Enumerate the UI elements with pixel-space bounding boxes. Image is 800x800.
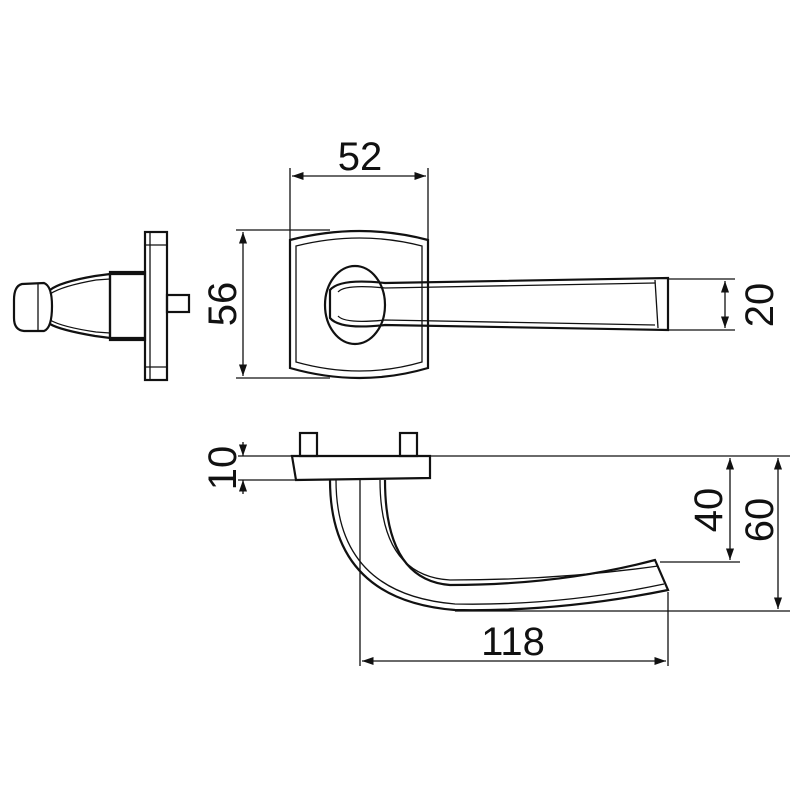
dim-lever-length: 118 — [481, 620, 545, 664]
front-view — [288, 229, 670, 380]
side-view — [12, 230, 191, 382]
dim-lever-drop: 40 — [687, 488, 731, 533]
dim-lever-height: 20 — [738, 283, 782, 328]
dimension-lines — [236, 168, 790, 666]
dim-rosette-width: 52 — [338, 135, 383, 179]
dim-rosette-thickness: 10 — [201, 446, 245, 491]
dim-rosette-height: 56 — [201, 282, 245, 327]
dim-total-depth: 60 — [738, 498, 782, 543]
top-view — [290, 431, 670, 612]
